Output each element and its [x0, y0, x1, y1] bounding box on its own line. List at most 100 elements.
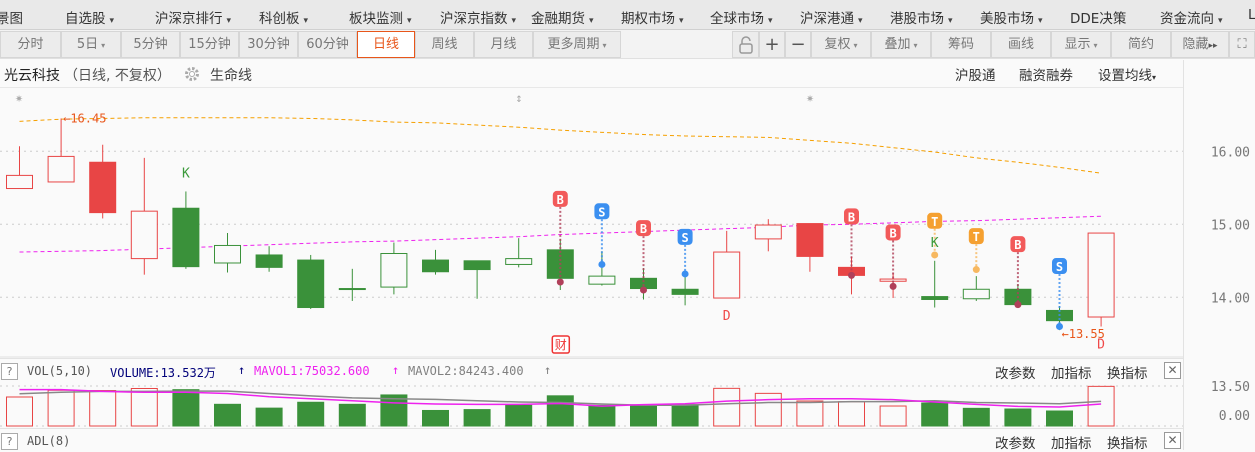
hgt-link[interactable]: 沪股通 [955, 68, 996, 84]
candle-body [796, 223, 824, 257]
signal-badge-text: T [931, 215, 938, 229]
candle-body [1046, 309, 1073, 322]
menu-item-label: DDE决策 [1070, 11, 1127, 27]
mavol2-line [19, 390, 1102, 406]
menu-item-label: 科创板 [259, 11, 300, 27]
chevron-down-icon: ▾ [109, 16, 115, 26]
period-tab[interactable]: 分时 [0, 31, 61, 58]
menu-item[interactable]: 自选股▾ [65, 7, 114, 27]
change-params-button[interactable]: 改参数 [995, 436, 1036, 452]
fuquan-dropdown[interactable]: 复权▾ [811, 31, 871, 58]
help-icon[interactable]: ? [1, 363, 18, 380]
menu-item[interactable]: 沪深港通▾ [800, 7, 863, 27]
display-label: 显示 [1064, 37, 1091, 52]
menu-item[interactable]: 科创板▾ [259, 7, 308, 27]
overlay-dropdown[interactable]: 叠加▾ [871, 31, 931, 58]
volume-bar [297, 401, 325, 427]
top-menu-bar: 景图自选股▾沪深京排行▾科创板▾板块监测▾沪深京指数▾金融期货▾期权市场▾全球市… [0, 0, 1255, 30]
menu-item[interactable]: 沪深京排行▾ [155, 7, 231, 27]
mavol1-line [19, 388, 1102, 408]
draw-line-button[interactable]: 画线 [991, 31, 1051, 58]
signal-badge-text: S [681, 231, 688, 245]
menu-item[interactable]: 沪深京指数▾ [440, 7, 516, 27]
volume-bar [505, 404, 533, 427]
chart-info-row: 光云科技 （日线, 不复权） 生命线 沪股通 融资融券 设置均线▾ [0, 60, 1183, 88]
chevron-down-icon: ▾ [101, 41, 106, 50]
menu-item[interactable]: 资金流向▾ [1160, 7, 1223, 27]
volume-bar [838, 401, 865, 427]
hide-button[interactable]: 隐藏▸▸ [1171, 31, 1229, 58]
period-tab[interactable]: 日线 [357, 31, 415, 58]
period-tab-label: 日线 [372, 37, 399, 52]
menu-item[interactable]: 金融期货▾ [531, 7, 594, 27]
period-tab-label: 5分钟 [133, 37, 168, 52]
menu-item[interactable]: 景图 [0, 7, 23, 27]
period-tab[interactable]: 15分钟 [180, 31, 239, 58]
period-tab[interactable]: 周线 [415, 31, 474, 58]
menu-item-label: 全球市场 [710, 11, 764, 27]
menu-item-label: 自选股 [65, 11, 106, 27]
period-tab-label: 60分钟 [306, 37, 349, 52]
adl-panel-header: ? ADL(8) 改参数 加指标 换指标 ✕ [0, 428, 1183, 452]
adl-title: ADL(8) [27, 434, 71, 448]
signal-dot [931, 251, 939, 259]
add-indicator-button[interactable]: 加指标 [1051, 366, 1092, 382]
candle-body [546, 249, 574, 279]
volume-bar [713, 387, 741, 427]
swap-indicator-button[interactable]: 换指标 [1107, 436, 1148, 452]
signal-badge-b [1010, 236, 1026, 253]
menu-item[interactable]: DDE决策 [1070, 7, 1126, 27]
menu-item[interactable]: 港股市场▾ [890, 7, 953, 27]
period-tab[interactable]: 30分钟 [239, 31, 298, 58]
menu-item[interactable]: 美股市场▾ [980, 7, 1043, 27]
signal-badge-text: B [640, 222, 647, 236]
signal-badge-text: B [889, 226, 896, 240]
add-indicator-button[interactable]: 加指标 [1051, 436, 1092, 452]
lifeline-link[interactable]: 生命线 [210, 68, 252, 84]
ma-settings-dropdown[interactable]: 设置均线▾ [1098, 64, 1156, 84]
close-icon[interactable]: ✕ [1164, 362, 1181, 379]
period-tab[interactable]: 更多周期▾ [533, 31, 621, 58]
fullscreen-icon[interactable]: ⛶ [1229, 31, 1255, 58]
candle-body [47, 155, 75, 183]
candle-body [297, 259, 325, 309]
period-tab[interactable]: 5分钟 [121, 31, 180, 58]
chips-button[interactable]: 筹码 [931, 31, 991, 58]
menu-item-label: 沪深京指数 [440, 11, 508, 27]
period-tab[interactable]: 月线 [474, 31, 533, 58]
period-tab[interactable]: 60分钟 [298, 31, 357, 58]
volume-bar [6, 396, 33, 427]
candle-body [255, 254, 283, 268]
help-icon[interactable]: ? [1, 433, 18, 450]
pattern-label: K [182, 166, 190, 181]
period-tab[interactable]: 5日▾ [61, 31, 121, 58]
close-icon[interactable]: ✕ [1164, 432, 1181, 449]
simple-button[interactable]: 简约 [1111, 31, 1171, 58]
change-params-button[interactable]: 改参数 [995, 366, 1036, 382]
double-arrow-icon: ▸▸ [1208, 41, 1218, 51]
menu-item[interactable]: 期权市场▾ [621, 7, 684, 27]
zoom-in-button[interactable]: + [759, 31, 785, 58]
signal-badge-s [677, 228, 693, 245]
volume-bar [962, 407, 990, 427]
volume-bar [422, 409, 449, 427]
zoom-out-button[interactable]: − [785, 31, 811, 58]
volume-bar [380, 394, 408, 427]
period-tab-label: 分时 [17, 37, 44, 52]
menu-item[interactable]: 板块监测▾ [349, 7, 412, 27]
unlock-icon[interactable] [732, 31, 759, 58]
margin-trading-link[interactable]: 融资融券 [1019, 68, 1073, 84]
menu-item[interactable]: L [1248, 7, 1255, 23]
candle-body [214, 244, 241, 264]
chevron-down-icon: ▾ [589, 16, 594, 26]
display-dropdown[interactable]: 显示▾ [1051, 31, 1111, 58]
vol-panel-header: ? VOL(5,10) VOLUME:13.532万 ↑ MAVOL1:7503… [0, 358, 1183, 382]
period-tab-label: 15分钟 [188, 37, 231, 52]
volume-bar [255, 407, 283, 427]
candle-body [921, 296, 949, 300]
swap-indicator-button[interactable]: 换指标 [1107, 366, 1148, 382]
signal-dot [556, 278, 564, 286]
price-axis-label: 16.00 [1211, 145, 1250, 160]
menu-item[interactable]: 全球市场▾ [710, 7, 773, 27]
gear-icon[interactable] [184, 66, 200, 86]
